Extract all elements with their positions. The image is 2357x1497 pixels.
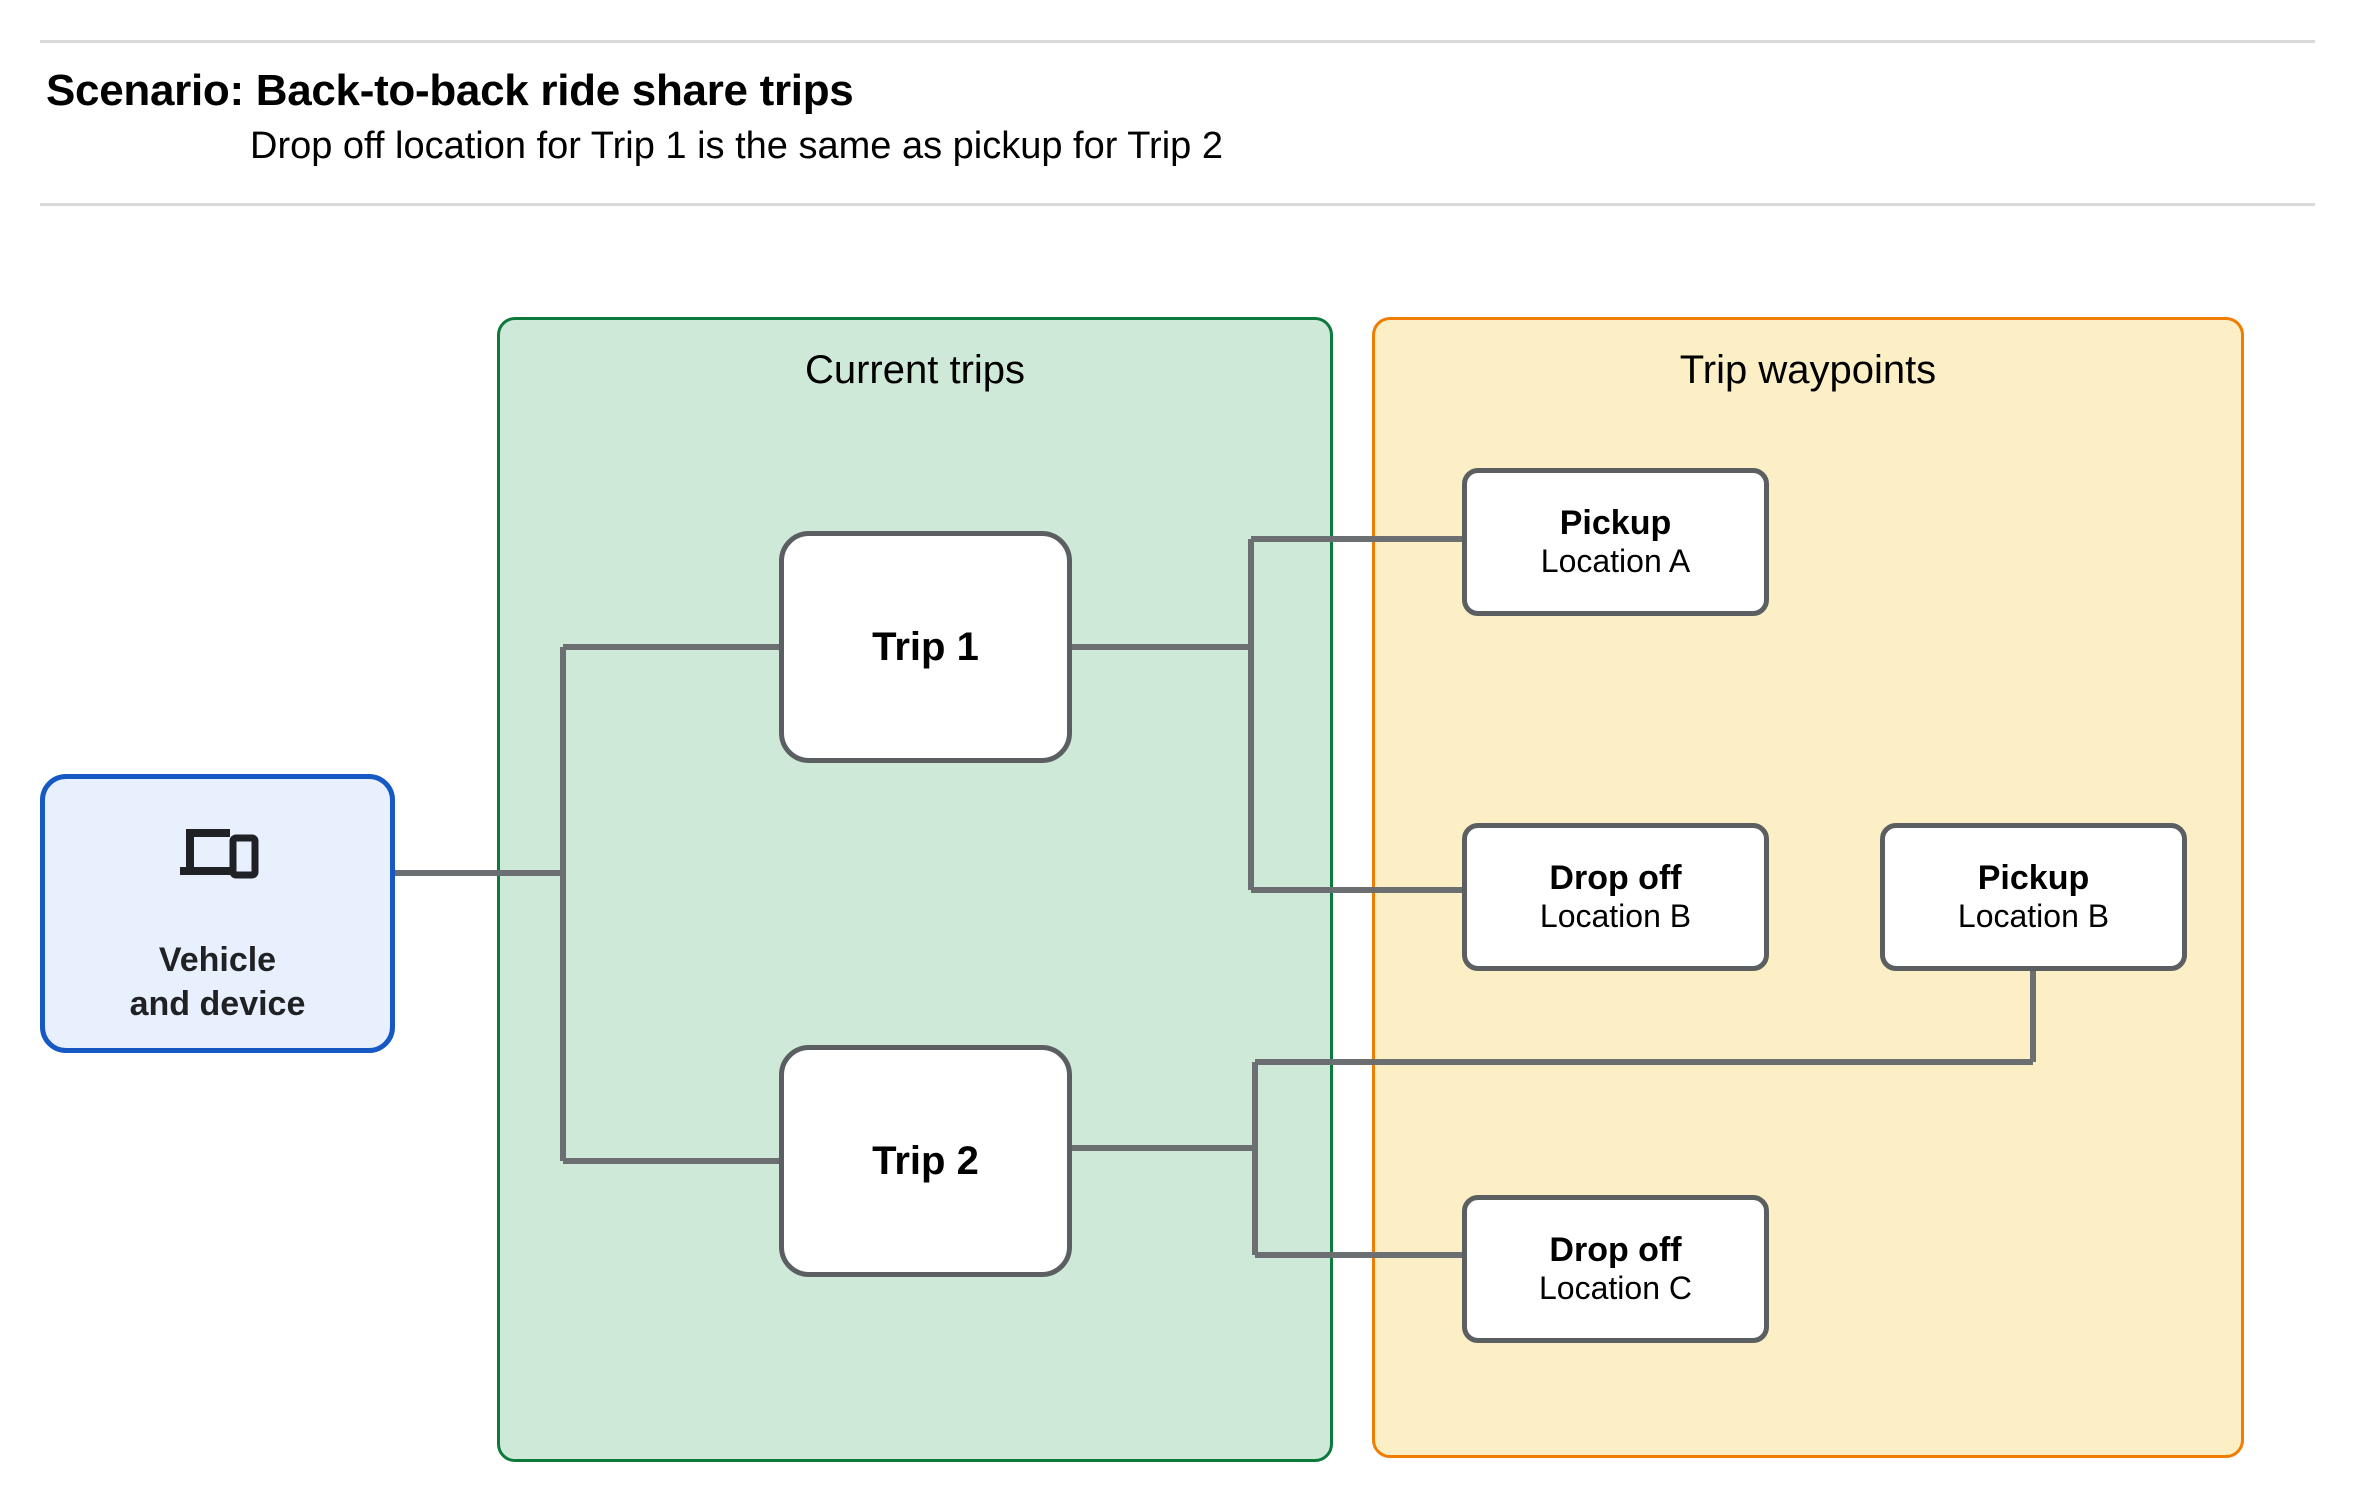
- waypoint-dropoff-c-node[interactable]: Drop off Location C: [1462, 1195, 1769, 1343]
- panel-trip-waypoints-title: Trip waypoints: [1679, 348, 1937, 392]
- waypoint-pickup-a-location: Location A: [1540, 543, 1691, 580]
- header-divider-top: [40, 40, 2315, 43]
- header-divider-bottom: [40, 203, 2315, 206]
- waypoint-pickup-b-node[interactable]: Pickup Location B: [1880, 823, 2187, 971]
- waypoint-pickup-a-title: Pickup: [1559, 504, 1672, 543]
- page-subtitle: Drop off location for Trip 1 is the same…: [250, 125, 1223, 167]
- waypoint-dropoff-c-location: Location C: [1539, 1270, 1692, 1307]
- trip-2-node[interactable]: Trip 2: [779, 1045, 1072, 1277]
- waypoint-dropoff-b-location: Location B: [1539, 898, 1692, 935]
- trip-1-node[interactable]: Trip 1: [779, 531, 1072, 763]
- waypoint-dropoff-c-title: Drop off: [1549, 1231, 1682, 1270]
- panel-current-trips: Current trips: [497, 317, 1333, 1462]
- panel-current-trips-title: Current trips: [804, 348, 1026, 392]
- waypoint-pickup-b-title: Pickup: [1977, 859, 2090, 898]
- page-title: Scenario: Back-to-back ride share trips: [46, 66, 854, 115]
- waypoint-dropoff-b-title: Drop off: [1549, 859, 1682, 898]
- trip-1-label: Trip 1: [872, 624, 979, 669]
- waypoint-dropoff-b-node[interactable]: Drop off Location B: [1462, 823, 1769, 971]
- waypoint-pickup-b-location: Location B: [1957, 898, 2110, 935]
- vehicle-and-device-node[interactable]: Vehicle and device: [40, 774, 395, 1053]
- waypoint-pickup-a-node[interactable]: Pickup Location A: [1462, 468, 1769, 616]
- devices-icon: [179, 829, 258, 879]
- trip-2-label: Trip 2: [872, 1138, 979, 1183]
- vehicle-and-device-label: Vehicle and device: [129, 941, 306, 1023]
